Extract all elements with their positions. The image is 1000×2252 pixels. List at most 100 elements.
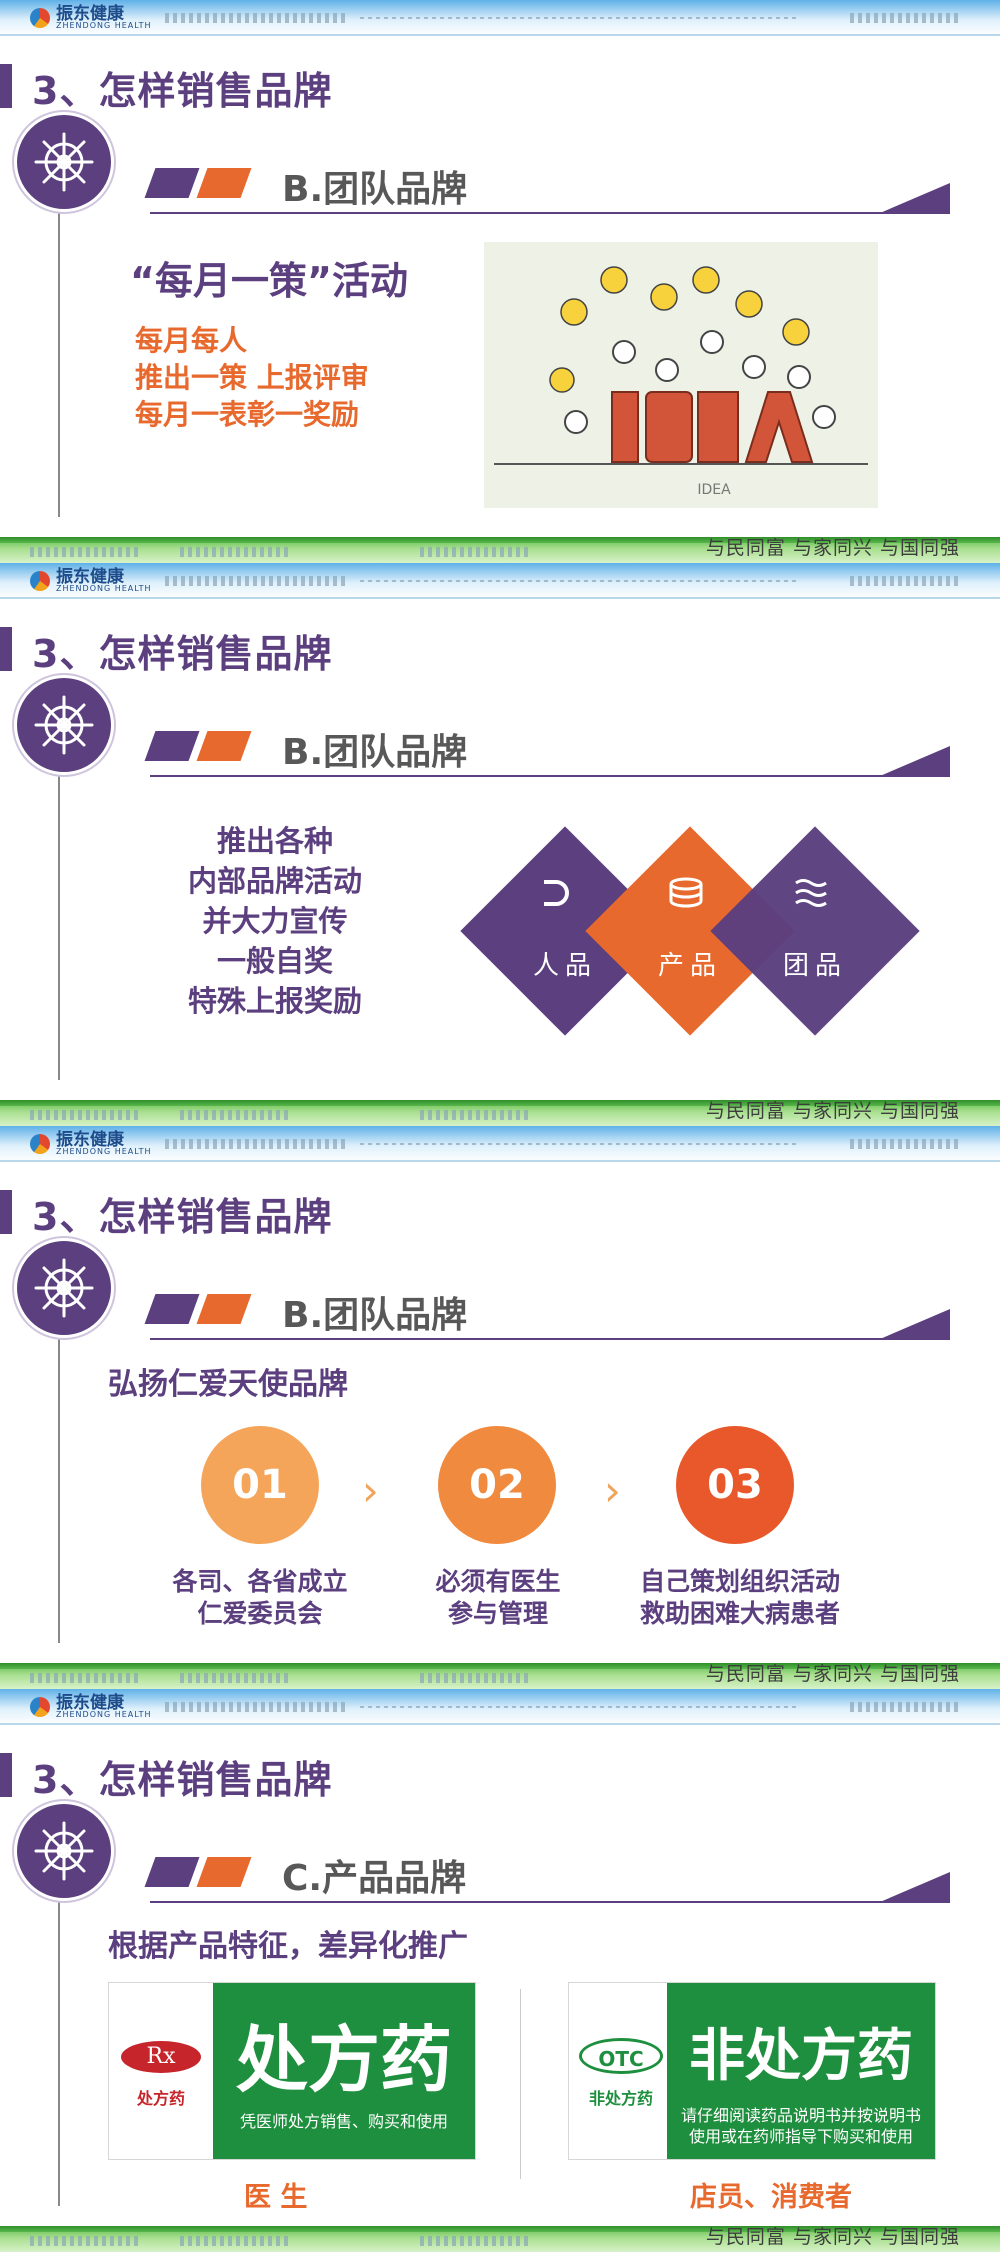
- header-ornament-line: [360, 1143, 800, 1145]
- header-bar: 振东健康 ZHENDONG HEALTH: [0, 1126, 1000, 1162]
- banner-purple-block: [144, 1857, 200, 1887]
- banner-orange-block: [196, 731, 252, 761]
- step-caption-line: 自己策划组织活动: [639, 1567, 840, 1596]
- footer-ornament: [180, 547, 290, 557]
- activity-lines: 每月每人 推出一策 上报评审 每月一表彰一奖励: [135, 322, 369, 433]
- otc-badge: OTC: [579, 2038, 663, 2074]
- section-title: B.团队品牌: [282, 1295, 468, 1336]
- page-heading: 3、怎样销售品牌: [32, 69, 333, 113]
- banner-orange-block: [196, 1857, 252, 1887]
- step-caption: 各司、各省成立 仁爱委员会: [140, 1566, 380, 1630]
- rx-badge-area: Rx 处方药: [109, 1983, 213, 2159]
- company-logo: 振东健康 ZHENDONG HEALTH: [30, 5, 152, 30]
- activity-line: 每月每人: [135, 324, 248, 357]
- section-title: B.团队品牌: [282, 169, 468, 210]
- footer-ornament: [180, 1110, 290, 1120]
- footer-ornament: [30, 2236, 140, 2246]
- section-title: B.团队品牌: [282, 732, 468, 773]
- slide-2: 振东健康 ZHENDONG HEALTH 3、怎样销售品牌 B.团队品牌 推出各…: [0, 563, 1000, 1126]
- header-ornament-line: [360, 580, 800, 582]
- otc-small-text: 请仔细阅读药品说明书并按说明书 使用或在药师指导下购买和使用: [667, 2105, 935, 2147]
- rx-sign: Rx 处方药 处方药 凭医师处方销售、购买和使用: [108, 1982, 476, 2160]
- header-ornament: [165, 1139, 345, 1149]
- rx-big-text: 处方药: [235, 2018, 452, 2102]
- ship-wheel-icon: [14, 1238, 114, 1338]
- banner-orange-block: [196, 168, 252, 198]
- footer-bar: 与民同富 与家同兴 与国同强: [0, 2226, 1000, 2252]
- otc-small-line: 使用或在药师指导下购买和使用: [688, 2127, 913, 2146]
- section-title: C.产品品牌: [282, 1858, 467, 1899]
- timeline-line: [58, 735, 60, 1080]
- step-caption-line: 参与管理: [447, 1599, 548, 1628]
- banner-triangle: [880, 1872, 950, 1902]
- otc-small-line: 请仔细阅读药品说明书并按说明书: [680, 2106, 921, 2125]
- footer-ornament: [30, 547, 140, 557]
- slide-4: 振东健康 ZHENDONG HEALTH 3、怎样销售品牌 C.产品品牌 根据产…: [0, 1689, 1000, 2252]
- step-caption: 自己策划组织活动 救助困难大病患者: [620, 1566, 860, 1630]
- otc-green-panel: 非处方药 请仔细阅读药品说明书并按说明书 使用或在药师指导下购买和使用: [667, 1983, 935, 2159]
- logo-mark-icon: [30, 1697, 50, 1717]
- logo-subtext: ZHENDONG HEALTH: [56, 1709, 152, 1719]
- waves-icon: [795, 879, 827, 907]
- header-ornament: [850, 1702, 960, 1712]
- section-banner: C.产品品牌: [144, 1849, 950, 1905]
- header-ornament: [165, 576, 345, 586]
- header-ornament: [850, 1139, 960, 1149]
- ship-wheel-icon: [14, 112, 114, 212]
- step-caption-line: 各司、各省成立: [172, 1567, 348, 1596]
- rx-small-text: 凭医师处方销售、购买和使用: [239, 2112, 448, 2131]
- header-ornament: [165, 1702, 345, 1712]
- rx-audience: 医 生: [244, 2182, 308, 2213]
- step-circle: 02: [438, 1426, 556, 1544]
- otc-sign: OTC 非处方药 非处方药 请仔细阅读药品说明书并按说明书 使用或在药师指导下购…: [568, 1982, 936, 2160]
- step-circle: 03: [676, 1426, 794, 1544]
- slide-1: 振东健康 ZHENDONG HEALTH 3、怎样销售品牌 B.团队品牌 “每月…: [0, 0, 1000, 563]
- header-ornament-line: [360, 1706, 800, 1708]
- footer-shadow: [0, 1100, 1000, 1106]
- timeline-line: [58, 1861, 60, 2206]
- otc-badge-area: OTC 非处方药: [569, 1983, 673, 2159]
- column-divider: [520, 1989, 521, 2179]
- header-ornament: [850, 13, 960, 23]
- section-banner: B.团队品牌: [144, 1286, 950, 1342]
- page-heading: 3、怎样销售品牌: [32, 1195, 333, 1239]
- footer-ornament: [420, 1673, 530, 1683]
- footer-bar: 与民同富 与家同兴 与国同强: [0, 1100, 1000, 1126]
- otc-badge-label: 非处方药: [588, 2089, 653, 2108]
- footer-ornament: [180, 1673, 290, 1683]
- banner-underline: [150, 1901, 950, 1903]
- activity-title: “每月一策”活动: [130, 259, 408, 303]
- activity-line: 并大力宣传: [202, 904, 348, 938]
- banner-purple-block: [144, 168, 200, 198]
- ship-wheel-icon: [14, 675, 114, 775]
- footer-shadow: [0, 2226, 1000, 2232]
- chevron-right-icon: ›: [604, 1466, 621, 1515]
- banner-underline: [150, 1338, 950, 1340]
- logo-subtext: ZHENDONG HEALTH: [56, 1146, 152, 1156]
- idea-illustration: IDEA: [484, 242, 878, 508]
- header-bar: 振东健康 ZHENDONG HEALTH: [0, 563, 1000, 599]
- banner-purple-block: [144, 1294, 200, 1324]
- activity-line: 每月一表彰一奖励: [135, 398, 360, 431]
- subtitle: 弘扬仁爱天使品牌: [108, 1367, 348, 1402]
- logo-text: 振东健康: [56, 1692, 124, 1713]
- banner-orange-block: [196, 1294, 252, 1324]
- footer-bar: 与民同富 与家同兴 与国同强: [0, 537, 1000, 563]
- header-divider: [0, 1723, 1000, 1725]
- logo-mark-icon: [30, 1134, 50, 1154]
- diamond-label: 产品: [657, 951, 722, 981]
- company-logo: 振东健康 ZHENDONG HEALTH: [30, 1129, 152, 1156]
- banner-underline: [150, 775, 950, 777]
- chevron-right-icon: ›: [362, 1466, 379, 1515]
- heading-accent-bar: [0, 627, 12, 671]
- database-icon: [669, 877, 703, 908]
- timeline-line: [58, 1298, 60, 1643]
- header-bar: 振东健康 ZHENDONG HEALTH: [0, 0, 1000, 36]
- header-divider: [0, 34, 1000, 36]
- idea-word: IDEA: [697, 482, 731, 498]
- activity-line: 内部品牌活动: [187, 864, 362, 898]
- banner-purple-block: [144, 731, 200, 761]
- logo-text: 振东健康: [56, 1129, 124, 1150]
- footer-shadow: [0, 1663, 1000, 1669]
- header-bar: 振东健康 ZHENDONG HEALTH: [0, 1689, 1000, 1725]
